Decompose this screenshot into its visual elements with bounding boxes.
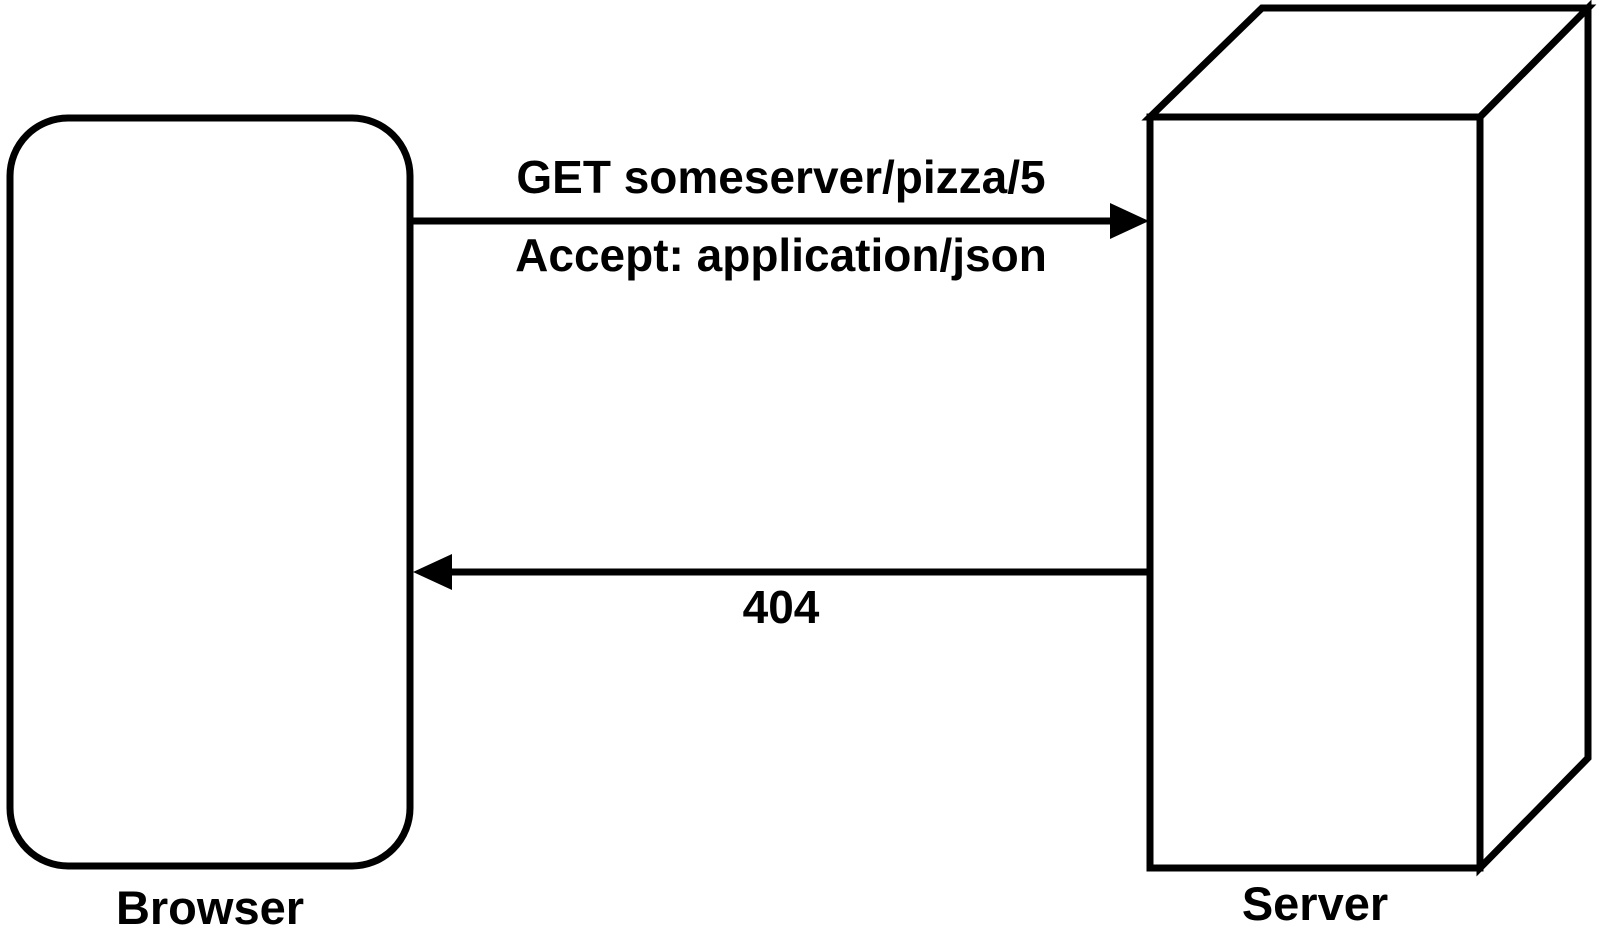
response-status-code-label: 404: [742, 581, 820, 633]
server-node-label: Server: [1241, 877, 1389, 930]
browser-node-label: Browser: [115, 881, 305, 934]
request-arrow: [412, 203, 1149, 239]
request-accept-header-label: Accept: application/json: [515, 229, 1047, 281]
server-box-right-face: [1476, 0, 1592, 877]
server-node-shape: [1141, 0, 1597, 877]
request-method-label: GET someserver/pizza/5: [516, 151, 1046, 203]
server-box-front-face: [1146, 113, 1484, 872]
browser-node-shape: [6, 114, 414, 870]
response-arrow: [413, 554, 1150, 590]
